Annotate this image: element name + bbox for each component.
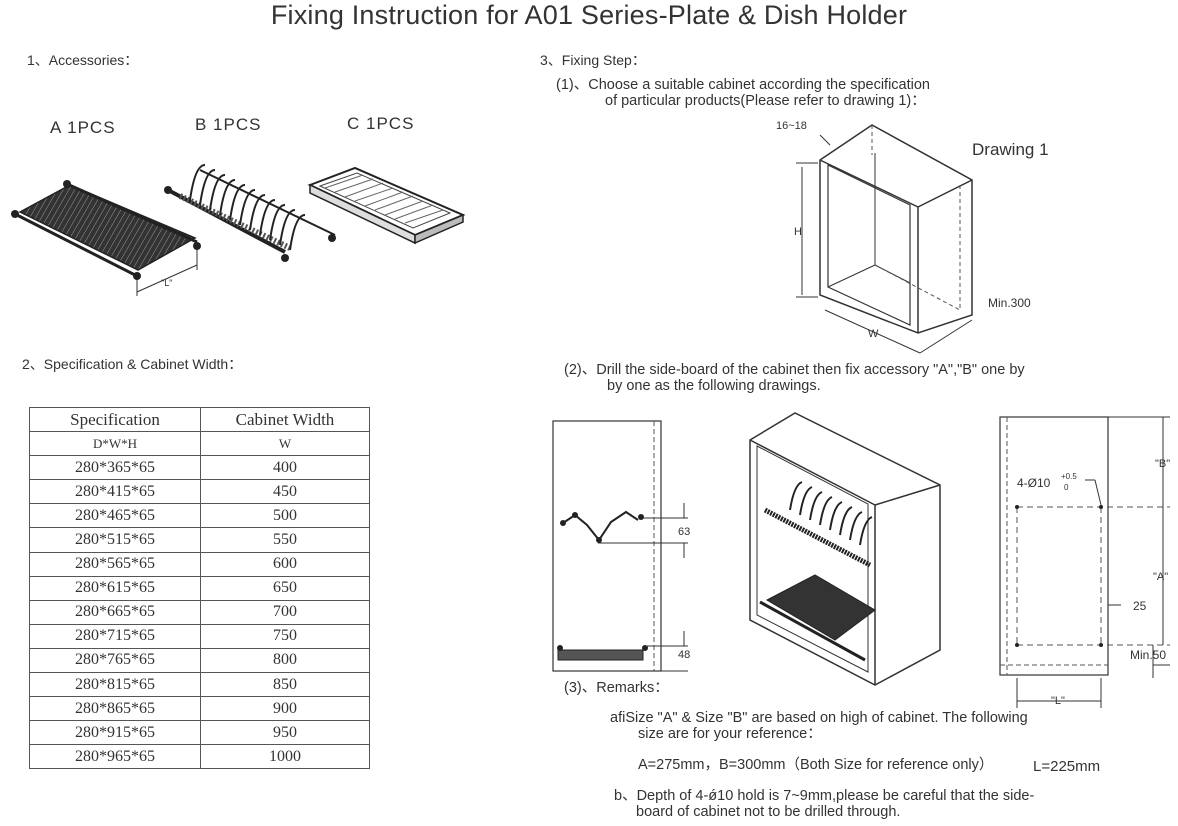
width-cell: 700	[200, 599, 370, 625]
spec-cell: 280*465*65	[29, 503, 201, 529]
table-header-row: Specification Cabinet Width	[29, 406, 370, 433]
drawing1-cabinet: Drawing 1 16~18 H W Min.300	[776, 120, 1049, 354]
accessory-c-label: C 1PCS	[347, 114, 415, 133]
accessory-a-dim-label: "L"	[161, 278, 172, 288]
spec-cell: 280*565*65	[29, 551, 201, 577]
side-bottom-dim-label: 48	[678, 649, 690, 661]
specification-table: Specification Cabinet Width D*W*H W 280*…	[29, 406, 370, 770]
remark-a-line1: afiSize "A" & Size "B" are based on high…	[610, 710, 1028, 726]
min-bottom-dim-label: Min.50	[1130, 648, 1166, 662]
side-board-drawing: 63 48	[552, 420, 690, 672]
drawing1-width-label: W	[868, 328, 879, 340]
width-cell: 600	[200, 551, 370, 577]
step2-line1: (2)、Drill the side-board of the cabinet …	[564, 362, 1025, 378]
spec-cell: 280*515*65	[29, 527, 201, 553]
side-top-dim-label: 63	[678, 526, 690, 538]
spec-cell: 280*415*65	[29, 479, 201, 505]
width-cell: 850	[200, 672, 370, 698]
step2-line2: by one as the following drawings.	[607, 378, 821, 394]
column-header-specification: Specification	[29, 406, 201, 433]
spec-cell: 280*865*65	[29, 696, 201, 722]
a-dim-label: "A"	[1153, 571, 1168, 583]
step1-line2: of particular products(Please refer to d…	[605, 93, 926, 109]
subheader-dimensions: D*W*H	[29, 431, 201, 457]
accessory-a-label: A 1PCS	[50, 118, 116, 137]
spec-cell: 280*915*65	[29, 720, 201, 746]
remark-l-value: L=225mm	[1033, 758, 1101, 775]
accessory-a-drawing: "L"	[11, 180, 201, 296]
remark-reference-values: A=275mm，B=300mm（Both Size for reference …	[638, 757, 994, 773]
spec-cell: 280*615*65	[29, 575, 201, 601]
accessory-c-drawing	[307, 166, 466, 245]
page-title: Fixing Instruction for A01 Series-Plate …	[270, 0, 908, 30]
cabinet-with-racks-drawing	[749, 412, 941, 686]
spec-cell: 280*715*65	[29, 623, 201, 649]
accessory-b-label: B 1PCS	[195, 115, 262, 134]
width-cell: 500	[200, 503, 370, 529]
width-cell: 750	[200, 623, 370, 649]
remarks-heading: (3)、Remarks：	[564, 680, 669, 696]
width-cell: 800	[200, 647, 370, 674]
b-dim-label: "B"	[1155, 458, 1170, 470]
spec-cell: 280*765*65	[29, 647, 201, 674]
accessories-heading: 1、Accessories：	[27, 52, 139, 68]
table-subheader-row: D*W*H W	[29, 431, 370, 457]
remark-b-line1: b、Depth of 4-ǿ10 hold is 7~9mm,please be…	[614, 788, 1035, 804]
width-cell: 650	[200, 575, 370, 601]
drawing1-thickness-label: 16~18	[776, 120, 807, 132]
accessory-b-drawing	[164, 164, 336, 262]
subheader-width: W	[200, 431, 370, 457]
drawing1-height-label: H	[794, 226, 802, 238]
width-cell: 400	[200, 455, 370, 481]
width-cell: 550	[200, 527, 370, 553]
step1-line1: (1)、Choose a suitable cabinet according …	[556, 77, 930, 93]
spec-cell: 280*665*65	[29, 599, 201, 625]
hole-label: 4-Ø10	[1017, 476, 1051, 490]
hole-tolerance-lower: 0	[1064, 483, 1069, 492]
drawing1-depth-label: Min.300	[988, 296, 1031, 310]
specification-heading: 2、Specification & Cabinet Width：	[22, 356, 243, 372]
spec-cell: 280*965*65	[29, 744, 201, 770]
width-cell: 450	[200, 479, 370, 505]
spec-cell: 280*815*65	[29, 672, 201, 698]
width-cell: 950	[200, 720, 370, 746]
front-view-drawing: 4-Ø10 +0.5 0 "B" "A" 25 Min.50 "L"	[999, 416, 1170, 708]
fixing-step-heading: 3、Fixing Step：	[540, 52, 646, 68]
drawing1-title: Drawing 1	[972, 140, 1049, 159]
remark-a-line2: size are for your reference：	[638, 726, 822, 742]
offset-dim-label: 25	[1133, 599, 1147, 613]
width-cell: 1000	[200, 744, 370, 770]
hole-tolerance-upper: +0.5	[1061, 472, 1077, 481]
l-dim-label: "L"	[1051, 695, 1065, 707]
column-header-cabinet-width: Cabinet Width	[200, 406, 370, 433]
width-cell: 900	[200, 696, 370, 722]
remark-b-line2: board of cabinet not to be drilled throu…	[636, 804, 901, 820]
spec-cell: 280*365*65	[29, 455, 201, 481]
